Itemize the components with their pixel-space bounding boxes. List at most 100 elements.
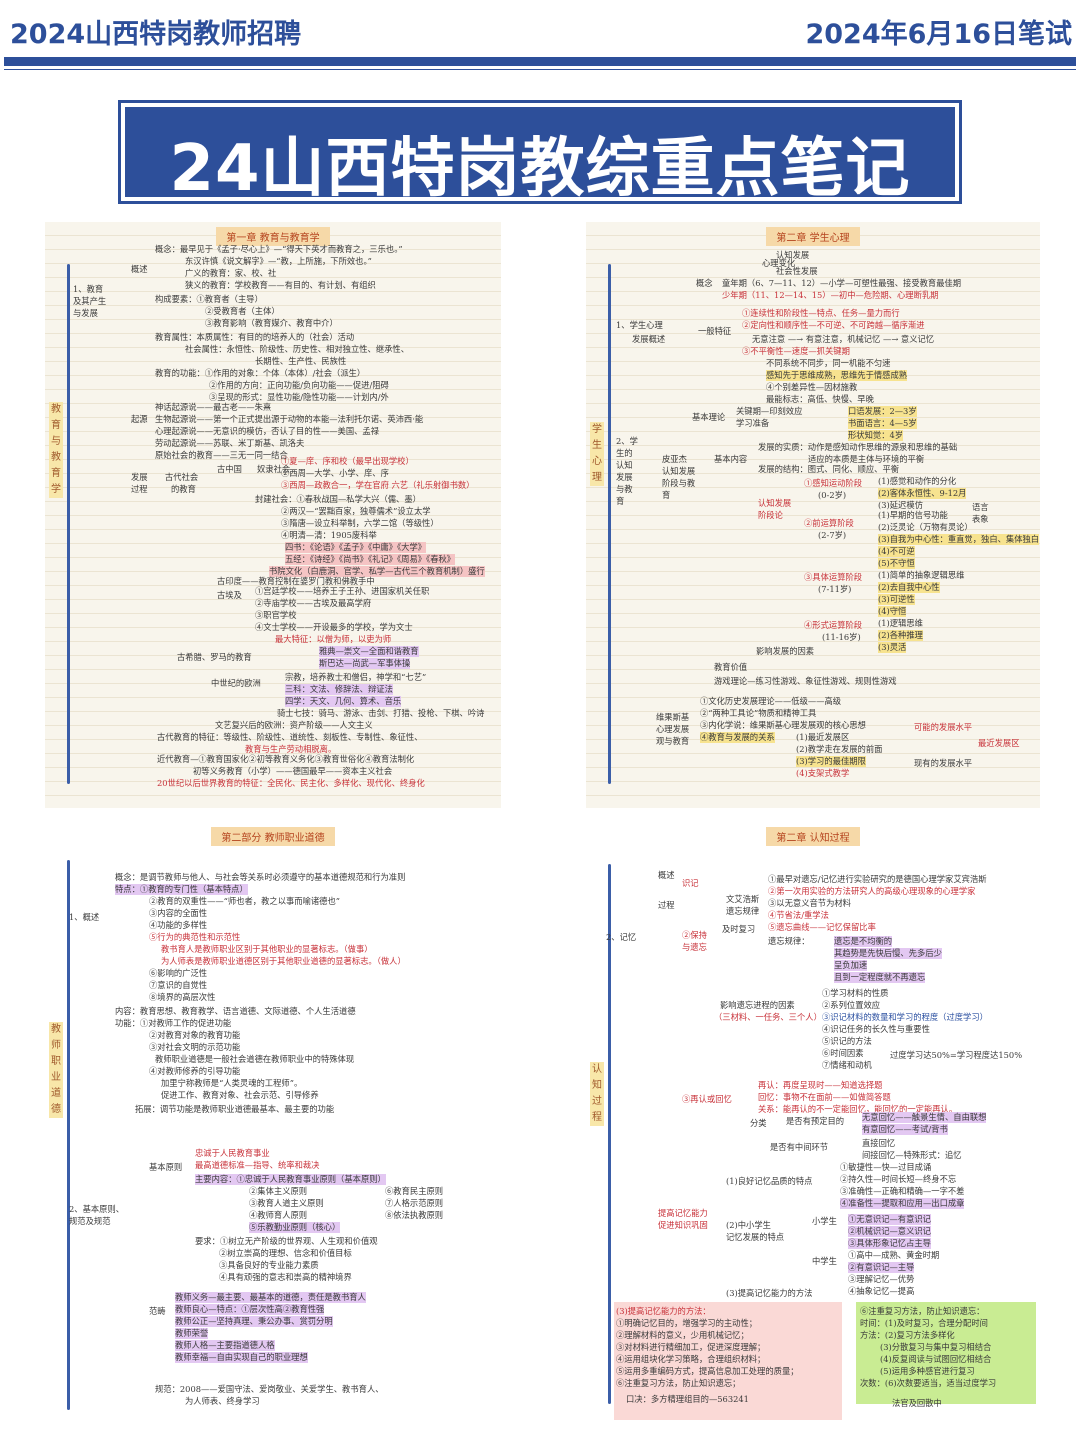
note-line: （三材料、一任务、三个人） xyxy=(714,1012,822,1022)
note-line: (1)早期的信号功能 xyxy=(878,510,948,520)
note-line: 为人师表是教师职业道德区别于其他职业道德的显著标志。（做人） xyxy=(161,956,406,966)
note-line: 加里宁称教师是“人类灵魂的工程师”。 xyxy=(161,1078,303,1088)
note-line: 内容：教育思想、教育教学、语言道德、文际道德、个人生活道德 xyxy=(115,1006,356,1016)
note-line: 概述 xyxy=(658,870,675,880)
note-line: (2)客体永恒性、9-12月 xyxy=(878,488,967,499)
note-line: 过度学习达50%=学习程度达150% xyxy=(890,1050,1023,1060)
note-line: 童年期（6、7—11、12）—小学—可塑性最强、接受教育最佳期 xyxy=(722,278,962,288)
note-line: ②“两种工具论”物质和精神工具 xyxy=(700,708,817,718)
note-line: 概念：是调节教师与他人、与社会等关系时必须遵守的基本道德规范和行为准则 xyxy=(115,872,406,882)
note-line: (3)可逆性 xyxy=(878,594,915,605)
note-line: ①文化历史发展理论——低级——高级 xyxy=(700,696,842,706)
note-line: ⑥影响的广泛性 xyxy=(149,968,208,978)
note-line: (2)去自我中心性 xyxy=(878,582,940,593)
note-line: 四书：《论语》《孟子》《中庸》《大学》 xyxy=(285,542,427,553)
note-line: ④抽象记忆—提高 xyxy=(848,1286,915,1296)
note-line: ④准备性—提取和应用—出口成章 xyxy=(840,1198,965,1209)
note-line: 的教育 xyxy=(171,484,196,494)
mindmap-spine xyxy=(608,264,611,784)
note-line: ①无意识记—有意识记 xyxy=(848,1214,931,1225)
note-line: 且到一定程度就不再遗忘 xyxy=(834,972,926,983)
mindmap-spine xyxy=(67,860,70,1410)
note-line: ④功能的多样性 xyxy=(149,920,208,930)
note-line: (2)各种推理 xyxy=(878,630,923,641)
note-line: (1)简单的抽象逻辑思维 xyxy=(878,570,965,580)
note-line: (5)不守恒 xyxy=(878,558,915,569)
note-line: 20世纪以后世界教育的特征：全民化、民主化、多样化、现代化、终身化 xyxy=(157,778,425,788)
note-line: 最近发展区 xyxy=(978,738,1020,748)
note-line: ⑥时间因素 xyxy=(822,1048,864,1058)
note-line: ③具备良好的专业能力素质 xyxy=(219,1260,319,1270)
panel-side-label: 教育与教育学 xyxy=(49,402,63,498)
note-line: ③职官学校 xyxy=(255,610,297,620)
note-line: 斯巴达—尚武—军事体操 xyxy=(319,658,411,669)
note-line: (3)延迟模仿 xyxy=(878,500,923,510)
note-line: ③西周—政教合一，学在官府 六艺（礼乐射御书数） xyxy=(281,480,475,490)
note-line: (4)支架式教学 xyxy=(796,768,850,778)
note-line: 口语发展：2—3岁 xyxy=(848,406,917,417)
note-line: 教育的功能：①作用的对象：个体（本体）/社会（派生） xyxy=(155,368,366,378)
note-line: 分类 xyxy=(750,1118,767,1128)
note-line: 文艺复兴后的欧洲：资产阶级——人文主义 xyxy=(215,720,373,730)
note-line: 功能：①对教师工作的促进功能 xyxy=(115,1018,232,1028)
note-line: ⑦意识的自觉性 xyxy=(149,980,208,990)
note-line: 识记 xyxy=(682,878,699,888)
note-line: 发展的结构：图式、同化、顺应、平衡 xyxy=(758,464,900,474)
note-line: 拓展：调节功能是教师职业道德最基本、最主要的功能 xyxy=(135,1104,335,1114)
header-divider-thin xyxy=(4,69,1076,70)
note-line: ④节省法/重学法 xyxy=(768,910,829,920)
note-line: 认知发展 xyxy=(662,466,696,476)
note-line: 是否有预定目的 xyxy=(786,1116,845,1126)
note-line: 法官及回散中 xyxy=(892,1398,942,1408)
note-line: 少年期（11、12—14、15）—初中—危险期、心理断乳期 xyxy=(722,290,939,300)
note-line: 学习准备 xyxy=(736,418,770,428)
note-line: 口决：多方精理组目的—563241 xyxy=(626,1394,749,1404)
note-line: 心理变化 xyxy=(762,258,796,268)
note-line: 书面语言：4—5岁 xyxy=(848,418,917,429)
main-title-banner: 24山西特岗教综重点笔记 xyxy=(118,100,962,206)
note-line: ③再认或回忆 xyxy=(682,1094,732,1104)
note-line: 无意注意 —→ 有意注意，机械记忆 —→ 意义记忆 xyxy=(752,334,935,344)
note-line: 书院文化（白鹿洞、官学、私学—古代三个教育机制）盛行 xyxy=(269,566,485,577)
note-line: ②第一次用实验的方法研究人的高级心理现象的心理学家 xyxy=(768,886,976,896)
note-line: (11-16岁) xyxy=(822,632,861,642)
note-line: 四学：天文、几何、算术、音乐 xyxy=(285,696,402,707)
note-line: 基本原则 xyxy=(149,1162,183,1172)
note-line: 及时复习 xyxy=(722,924,756,934)
note-line: 促进知识巩固 xyxy=(658,1220,708,1230)
note-line: 阶段论 xyxy=(758,510,783,520)
note-line: ⑤运用多重编码方式，提高信息加工处理的质量； xyxy=(616,1366,799,1376)
note-line: ⑥注重复习方法，防止知识遗忘； xyxy=(616,1378,741,1388)
note-line: 间接回忆—特殊形式：追忆 xyxy=(862,1150,962,1160)
note-line: 长期性、生产性、民族性 xyxy=(255,356,347,366)
note-line: 认知发展 xyxy=(758,498,792,508)
note-line: 2、基本原则、 xyxy=(69,1204,125,1214)
note-line: ②系列位置效应 xyxy=(822,1000,881,1010)
note-line: ⑤行为的典范性和示范性 xyxy=(149,932,241,942)
page-header: 2024山西特岗教师招聘 2024年6月16日笔试 xyxy=(0,0,1080,70)
note-line: 教师良心—特点：①层次性高②教育性强 xyxy=(175,1304,325,1315)
note-line: 基本内容 xyxy=(714,454,748,464)
note-line: 狭义的教育：学校教育——有目的、有计划、有组织 xyxy=(185,280,376,290)
note-line: 直接回忆 xyxy=(862,1138,896,1148)
note-line: ②寺庙学校——古埃及最高学府 xyxy=(255,598,372,608)
note-line: ④教育与发展的关系 xyxy=(700,732,775,743)
panel-side-label: 学生心理 xyxy=(590,422,604,486)
note-line: 宗教，培养教士和僧侣，神学和“七艺” xyxy=(285,672,427,682)
note-line: 回忆：事物不在面前——如做简答题 xyxy=(758,1092,891,1102)
note-line: 教书育人是教师职业区别于其他职业的显著标志。（做事） xyxy=(161,944,373,954)
note-line: 过程 xyxy=(658,900,675,910)
note-line: 是否有中间环节 xyxy=(770,1142,829,1152)
note-line: 过程 xyxy=(131,484,148,494)
note-line: (2)中小学生 xyxy=(726,1220,771,1230)
note-line: 发展概述 xyxy=(632,334,666,344)
note-line: 五经：《诗经》《尚书》《礼记》《周易》《春秋》 xyxy=(285,554,456,565)
note-line: 主要内容：①忠诚于人民教育事业原则（基本原则） xyxy=(195,1174,386,1185)
note-line: 古代教育的特征：等级性、阶级性、道统性、刻板性、专制性、象征性、 xyxy=(157,732,423,742)
note-line: 2、记忆 xyxy=(606,932,637,942)
note-line: ②受教育者（主体） xyxy=(205,306,280,316)
note-line: 次数：(6)次数要适当，适当过度学习 xyxy=(860,1378,997,1388)
note-line: ②有意识记—主导 xyxy=(848,1262,915,1273)
note-line: 教师公正—坚持真理、秉公办事、赏罚分明 xyxy=(175,1316,333,1327)
header-left-title: 2024山西特岗教师招聘 xyxy=(10,19,302,50)
